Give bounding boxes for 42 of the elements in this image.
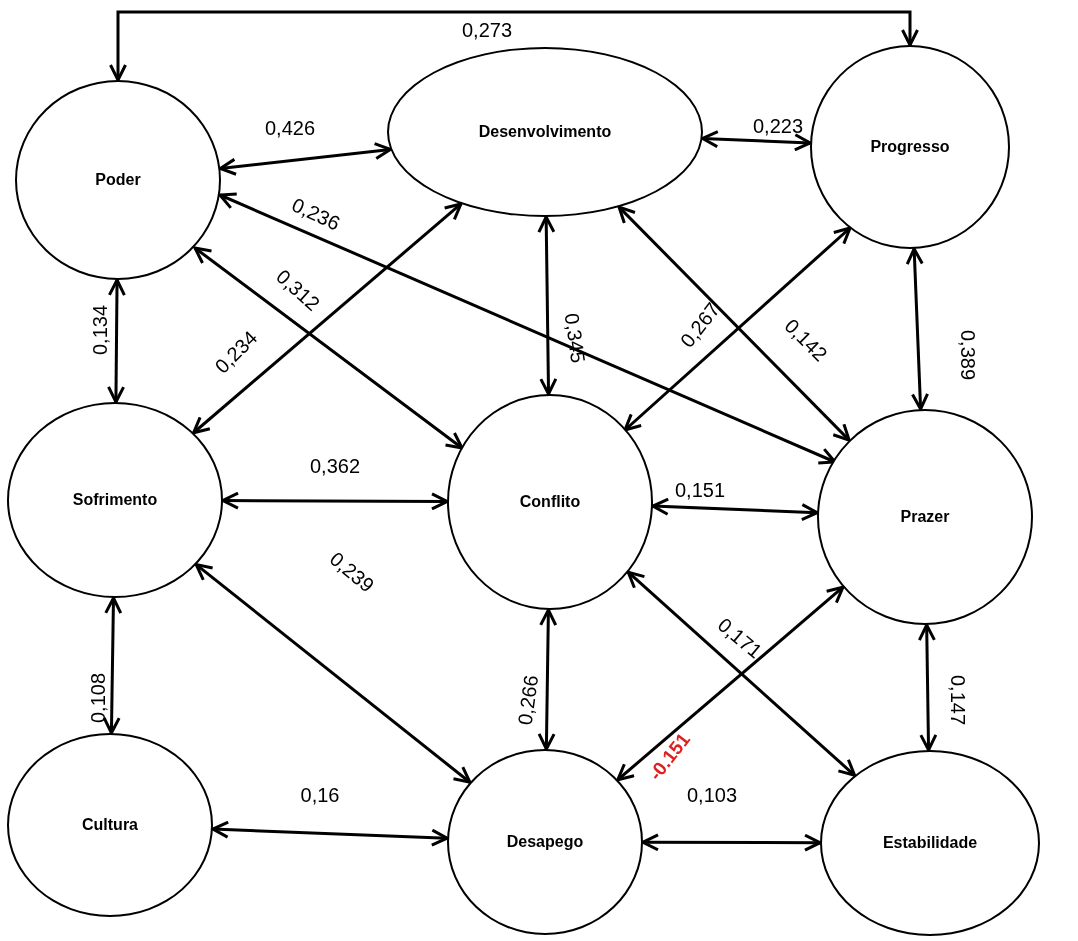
node-label: Sofrimento	[72, 490, 158, 510]
node-label: Progresso	[870, 137, 950, 157]
edge-label: 0,236	[288, 193, 344, 235]
double-arrow	[616, 585, 845, 782]
edge-label: 0,362	[309, 455, 361, 477]
node-label: Desenvolvimento	[478, 122, 612, 142]
edge-label: 0,273	[461, 19, 513, 41]
double-arrow	[102, 596, 123, 735]
node-label: Prazer	[900, 507, 950, 527]
double-arrow	[192, 202, 463, 435]
double-arrow	[917, 623, 938, 752]
double-arrow	[107, 278, 126, 404]
edge-label: 0,16	[300, 784, 340, 806]
node-label: Poder	[95, 170, 141, 190]
edge-label: 0,147	[947, 674, 969, 726]
double-arrow	[194, 563, 472, 784]
edge-label: 0,103	[686, 784, 738, 806]
double-arrow	[218, 192, 837, 465]
double-arrow	[109, 10, 919, 82]
edge-label: 0,108	[87, 672, 109, 724]
edge-label: 0,223	[752, 115, 804, 137]
double-arrow	[701, 130, 812, 152]
edge-label: 0,426	[264, 117, 316, 139]
double-arrow	[641, 833, 822, 852]
edge-label: 0,389	[957, 329, 979, 381]
node-label: Desapego	[506, 832, 584, 852]
node-label: Conflito	[519, 492, 581, 512]
double-arrow	[623, 226, 852, 432]
edge-label: 0,266	[513, 673, 543, 727]
edge-label: 0,151	[674, 479, 726, 501]
node-label: Cultura	[82, 815, 138, 835]
double-arrow	[221, 491, 449, 511]
double-arrow	[617, 205, 851, 442]
double-arrow	[537, 215, 558, 396]
double-arrow	[651, 497, 819, 522]
node-label: Estabilidade	[882, 833, 978, 853]
edge-label: 0,134	[89, 304, 111, 356]
double-arrow	[211, 820, 449, 847]
double-arrow	[193, 246, 464, 450]
double-arrow	[537, 608, 558, 751]
double-arrow	[626, 570, 857, 777]
double-arrow	[905, 247, 929, 411]
